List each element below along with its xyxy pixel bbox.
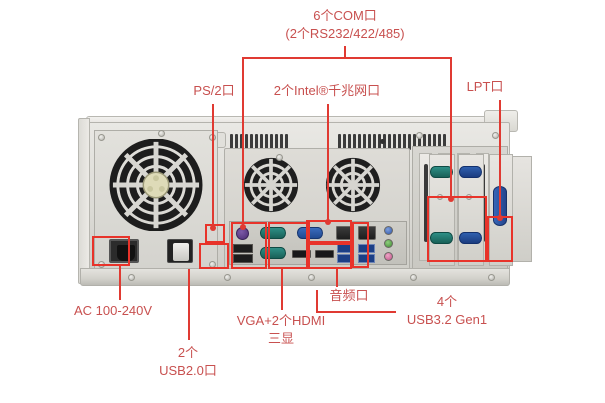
com-leader-dot-left: [240, 224, 246, 230]
label-lan: 2个Intel®千兆网口: [273, 83, 381, 98]
audio-jack-line-in[interactable]: [384, 226, 393, 235]
audio-jack-mic[interactable]: [384, 252, 393, 261]
label-video-line1: VGA+2个HDMI: [236, 313, 326, 328]
hdmi-connector-1[interactable]: [292, 250, 311, 258]
audio-jack-line-out[interactable]: [384, 239, 393, 248]
motherboard-rear-region: [224, 148, 410, 270]
audio-leader-line: [336, 269, 338, 287]
lan-leader-dot: [325, 219, 331, 225]
ps2-leader-dot: [210, 225, 216, 231]
highlight-audio: [352, 222, 369, 268]
com-connector-card-3[interactable]: [430, 232, 453, 244]
com-connector-card-4[interactable]: [459, 232, 482, 244]
label-usb3-line1: 4个: [436, 294, 458, 309]
chassis-screw-t2: [276, 154, 283, 161]
highlight-ac-inlet: [92, 236, 130, 266]
label-com-line2: (2个RS232/422/485): [285, 26, 405, 41]
ac-power-inlet[interactable]: [109, 239, 139, 263]
usb3-leader-line-vert: [316, 290, 318, 313]
video-leader-line: [281, 269, 283, 310]
label-lpt: LPT口: [466, 79, 504, 94]
label-usb2-line2: USB2.0口: [159, 363, 217, 378]
label-ac: AC 100-240V: [74, 303, 153, 318]
chassis-bottom-rail: [80, 268, 510, 286]
psu-fan-grille: [109, 139, 203, 231]
cpu-fan-grille-left: [243, 157, 299, 213]
ps2-leader-line: [212, 104, 214, 228]
cpu-fan-grille-right: [325, 157, 381, 213]
com-connector-card-2[interactable]: [459, 166, 482, 178]
label-com-line1: 6个COM口: [313, 8, 377, 23]
highlight-com-onbrd: [231, 222, 267, 269]
lpt-leader-dot: [497, 215, 503, 221]
highlight-lpt-card: [487, 216, 513, 262]
chassis-vent-left: [230, 134, 288, 150]
chassis-screw-b5: [488, 274, 495, 281]
label-usb2-line1: 2个: [177, 345, 199, 360]
com-leader-stem: [344, 46, 346, 58]
chassis-screw-b1: [128, 274, 135, 281]
chassis-screw-b2: [224, 274, 231, 281]
usb3-connector-4[interactable]: [358, 254, 375, 263]
label-video-line2: 三显: [267, 331, 295, 346]
lan-leader-line: [327, 104, 329, 222]
usb3-leader-line-horz: [316, 311, 396, 313]
power-supply-unit: [94, 130, 218, 270]
com-leader-leg-right: [450, 57, 452, 199]
highlight-usb3: [306, 243, 352, 269]
com-card-bracket-1: [512, 156, 532, 262]
chassis-vent-right: [398, 134, 446, 150]
chassis-screw-t1: [158, 130, 165, 137]
com-leader-dot-right: [448, 196, 454, 202]
chassis-image: [78, 108, 532, 288]
label-audio: 音频口: [329, 288, 369, 303]
com-leader-leg-left: [242, 57, 244, 227]
com-connector-card-1[interactable]: [430, 166, 453, 178]
chassis-screw-t4: [492, 132, 499, 139]
chassis-screw-t3: [416, 132, 423, 139]
highlight-usb2: [199, 243, 229, 269]
chassis-screw-b3: [308, 274, 315, 281]
usb2-connector-bottom[interactable]: [233, 254, 253, 263]
ac-leader-line: [119, 266, 121, 300]
chassis-vent-dot: [380, 139, 385, 144]
usb2-connector-top[interactable]: [233, 244, 253, 253]
usb3-connector-3[interactable]: [358, 244, 375, 253]
highlight-com-card: [427, 196, 487, 262]
hdmi-connector-2[interactable]: [315, 250, 334, 258]
psu-screw-tl: [98, 134, 105, 141]
highlight-video: [268, 222, 310, 269]
lpt-leader-line: [499, 100, 501, 218]
usb2-leader-line: [188, 269, 190, 340]
vga-connector[interactable]: [297, 227, 323, 239]
power-rocker-switch[interactable]: [167, 239, 193, 263]
label-usb3-line2: USB3.2 Gen1: [406, 312, 488, 327]
com-leader-bar: [242, 57, 452, 59]
chassis-screw-b4: [410, 274, 417, 281]
chassis-left-rail: [78, 118, 90, 284]
label-ps2: PS/2口: [193, 83, 235, 98]
